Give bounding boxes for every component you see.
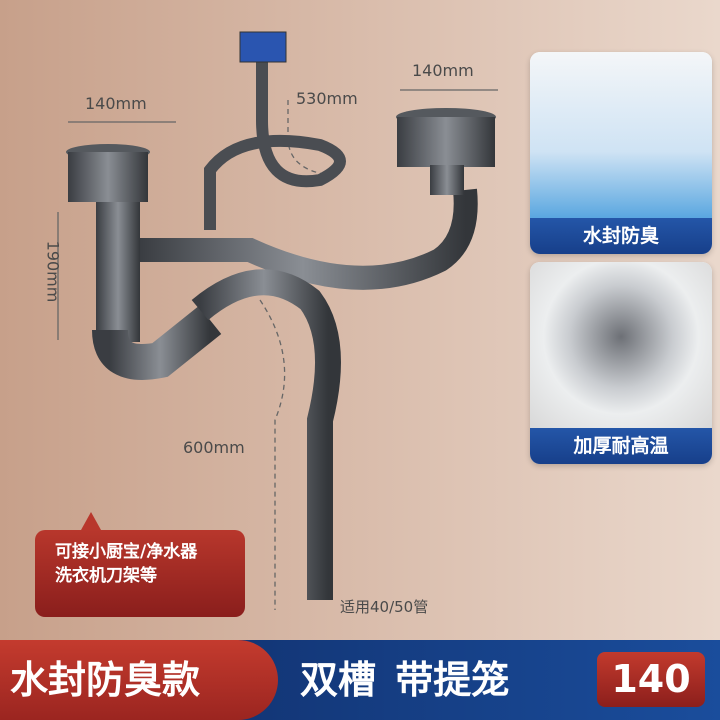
model-text: 双槽 带提笼: [300, 658, 510, 702]
pipe-fit-label: 适用40/50管: [340, 598, 429, 616]
drain-hose-length-label: 600mm: [183, 438, 245, 457]
heat-resistant-label: 加厚耐高温: [530, 428, 712, 464]
heat-resistant-photo: [530, 262, 712, 428]
overflow-hose-length-label: 530mm: [296, 89, 358, 108]
right-sink-width-label: 140mm: [412, 61, 474, 80]
water-seal-label: 水封防臭: [530, 218, 712, 254]
heat-resistant-card: 加厚耐高温: [530, 262, 712, 464]
water-seal-photo: [530, 52, 712, 218]
overflow-hose: [204, 60, 346, 230]
drain-kit-illustration: [57, 31, 498, 610]
callout-line-1: 可接小厨宝/净水器: [55, 542, 198, 562]
connector-hose: [140, 188, 478, 290]
trap-height-label: 190mm: [43, 240, 63, 303]
overflow-cover: [239, 31, 287, 63]
left-sink-width-label: 140mm: [85, 94, 147, 113]
callout-line-2: 洗衣机刀架等: [55, 566, 157, 586]
drain-hose: [191, 269, 341, 600]
left-strainer: [66, 144, 222, 380]
water-seal-card: 水封防臭: [530, 52, 712, 254]
size-badge: 140: [597, 652, 705, 707]
feature-badge: 水封防臭款: [0, 640, 278, 720]
compatibility-callout: 可接小厨宝/净水器 洗衣机刀架等: [35, 512, 245, 617]
bottom-banner: 水封防臭款 双槽 带提笼 140: [0, 640, 720, 720]
right-strainer: [396, 108, 496, 195]
